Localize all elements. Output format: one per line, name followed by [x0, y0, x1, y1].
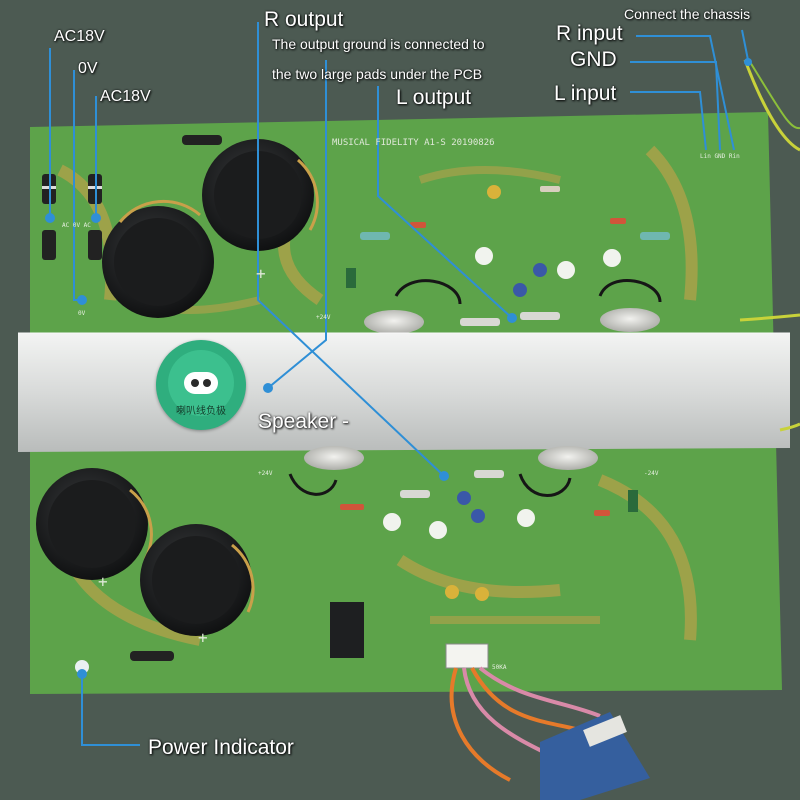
label-ground-note-1: The output ground is connected to [272, 36, 485, 52]
plus-mark-bottom-right: + [198, 628, 208, 647]
heatsink-bar [18, 332, 790, 452]
label-r-input: R input [556, 22, 623, 45]
signal-components-bottom [340, 470, 638, 601]
capacitor-bottom-left [36, 468, 153, 580]
capacitor-top-left [102, 199, 214, 318]
plus-mark-top: + [256, 264, 266, 283]
annotation-lines [49, 22, 749, 746]
badge-text: 喇叭线负极 [176, 406, 226, 417]
resistor-top [182, 135, 222, 145]
label-gnd: GND [570, 48, 617, 71]
pcb-0v-pad: 0V [78, 310, 86, 317]
pcb-model-text: MUSICAL FIDELITY A1-S 20190826 [332, 138, 495, 148]
pcb-minus24v-bottom: -24V [644, 470, 659, 477]
label-ac18v-top: AC18V [54, 28, 105, 45]
volume-potentiometer [540, 712, 650, 800]
label-speaker-minus: Speaker - [258, 410, 350, 433]
label-0v: 0V [78, 60, 98, 77]
capacitor-bottom-right [140, 524, 255, 636]
label-r-output: R output [264, 8, 344, 31]
resistor-bottom [130, 651, 174, 661]
ic-chip [330, 602, 364, 658]
pcb-ac-label: AC 0V AC [62, 222, 91, 229]
label-l-output: L output [396, 86, 472, 109]
terminal-icon [184, 372, 218, 394]
label-ground-note-2: the two large pads under the PCB [272, 66, 483, 82]
power-transistors-bottom [304, 446, 598, 470]
speaker-negative-badge: 喇叭线负极 [156, 340, 246, 430]
pcb-pot-label: 50KA [492, 664, 507, 671]
pcb-input-pads: Lin GND Rin [700, 153, 740, 160]
label-connect-chassis: Connect the chassis [624, 6, 751, 22]
pot-connector [445, 643, 489, 669]
label-l-input: L input [554, 82, 617, 105]
pcb-plus24v-top: +24V [316, 314, 331, 321]
plus-mark-bottom-left: + [98, 572, 108, 591]
speaker-wires [288, 279, 662, 497]
signal-components-top [346, 185, 670, 326]
annotation-dots [45, 58, 752, 679]
pot-wires [449, 666, 601, 782]
label-power-indicator: Power Indicator [148, 736, 294, 759]
power-transistors-top [364, 308, 660, 334]
chassis-wire [739, 59, 800, 432]
pcb-plus24v-bottom: +24V [258, 470, 273, 477]
label-ac18v-bottom: AC18V [100, 88, 151, 105]
